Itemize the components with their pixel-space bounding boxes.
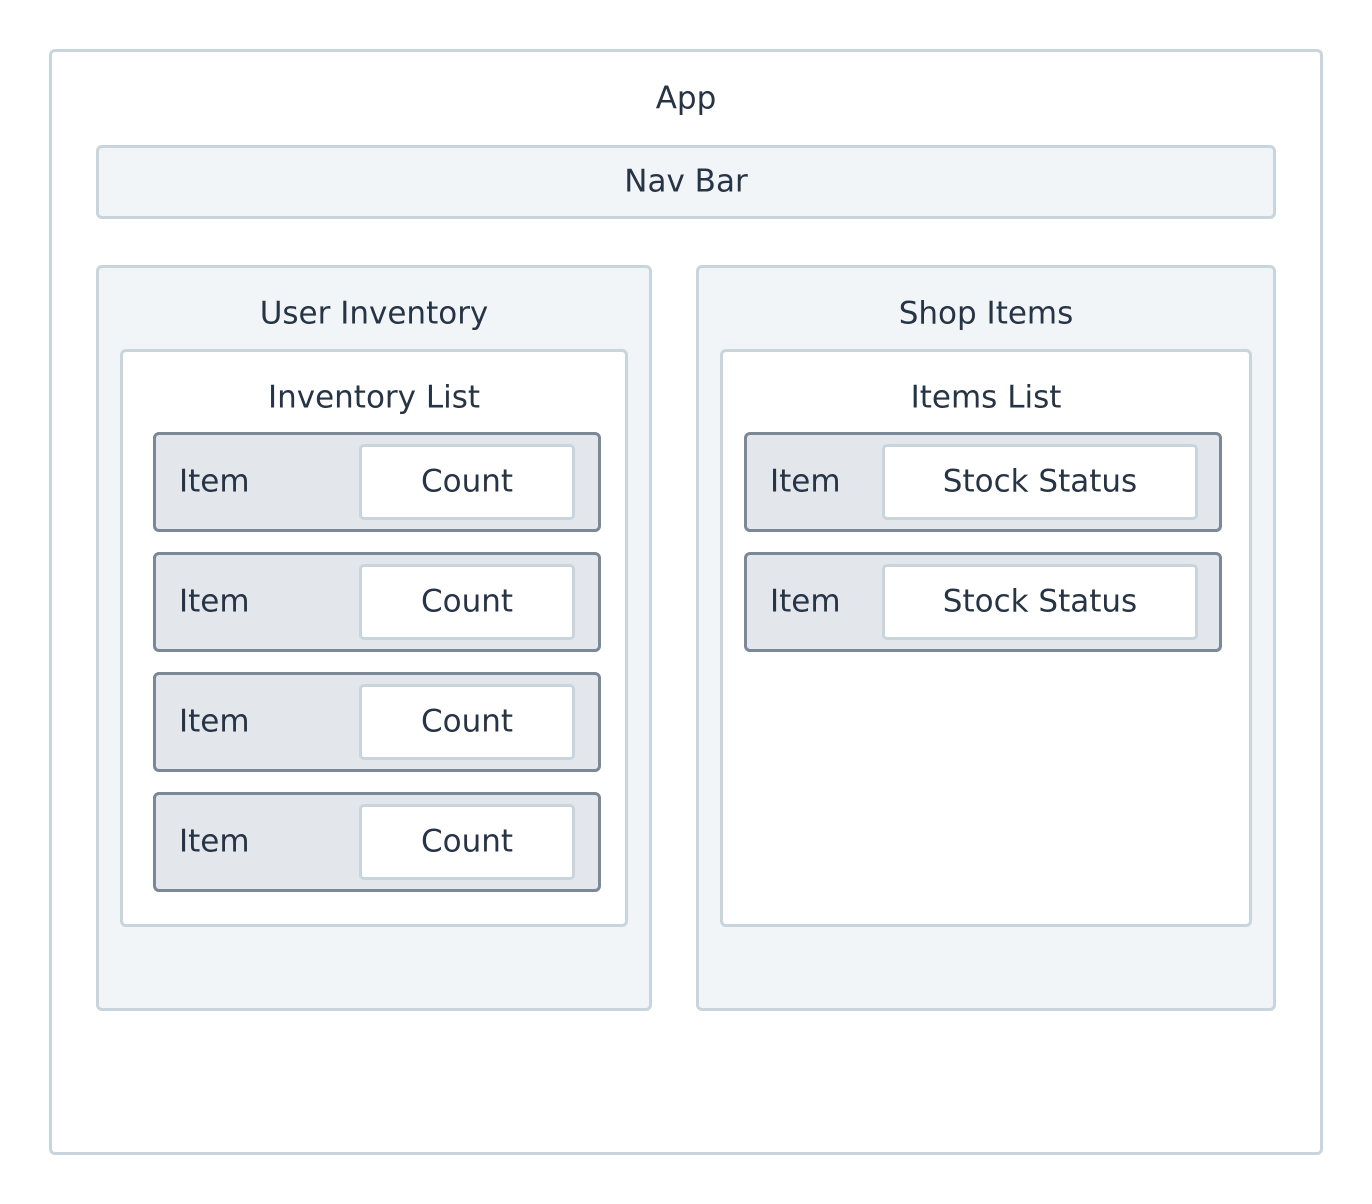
inventory-row-count-label: Count <box>420 583 514 620</box>
nav-bar-label: Nav Bar <box>624 163 748 200</box>
nav-bar <box>96 145 1276 219</box>
inventory-row-count-label: Count <box>420 463 514 500</box>
items-list-title: Items List <box>910 379 1062 416</box>
shop-row-item: Item <box>770 583 841 620</box>
shop-row-stock-status-label: Stock Status <box>942 583 1138 620</box>
inventory-list-title: Inventory List <box>267 379 481 416</box>
user-inventory-title: User Inventory <box>259 295 489 332</box>
inventory-row-count <box>359 684 575 760</box>
inventory-row-item: Item <box>179 703 250 740</box>
inventory-row-count <box>359 564 575 640</box>
shop-row-stock-status-label: Stock Status <box>942 463 1138 500</box>
inventory-row-item: Item <box>179 823 250 860</box>
inventory-row-count <box>359 444 575 520</box>
inventory-row-count <box>359 804 575 880</box>
inventory-row-count-label: Count <box>420 823 514 860</box>
inventory-row-item: Item <box>179 583 250 620</box>
shop-row-item: Item <box>770 463 841 500</box>
shop-row-stock-status <box>882 444 1198 520</box>
app-title: App <box>655 80 717 117</box>
shop-row-stock-status <box>882 564 1198 640</box>
shop-items-title: Shop Items <box>898 295 1074 332</box>
inventory-row-count-label: Count <box>420 703 514 740</box>
inventory-row-item: Item <box>179 463 250 500</box>
